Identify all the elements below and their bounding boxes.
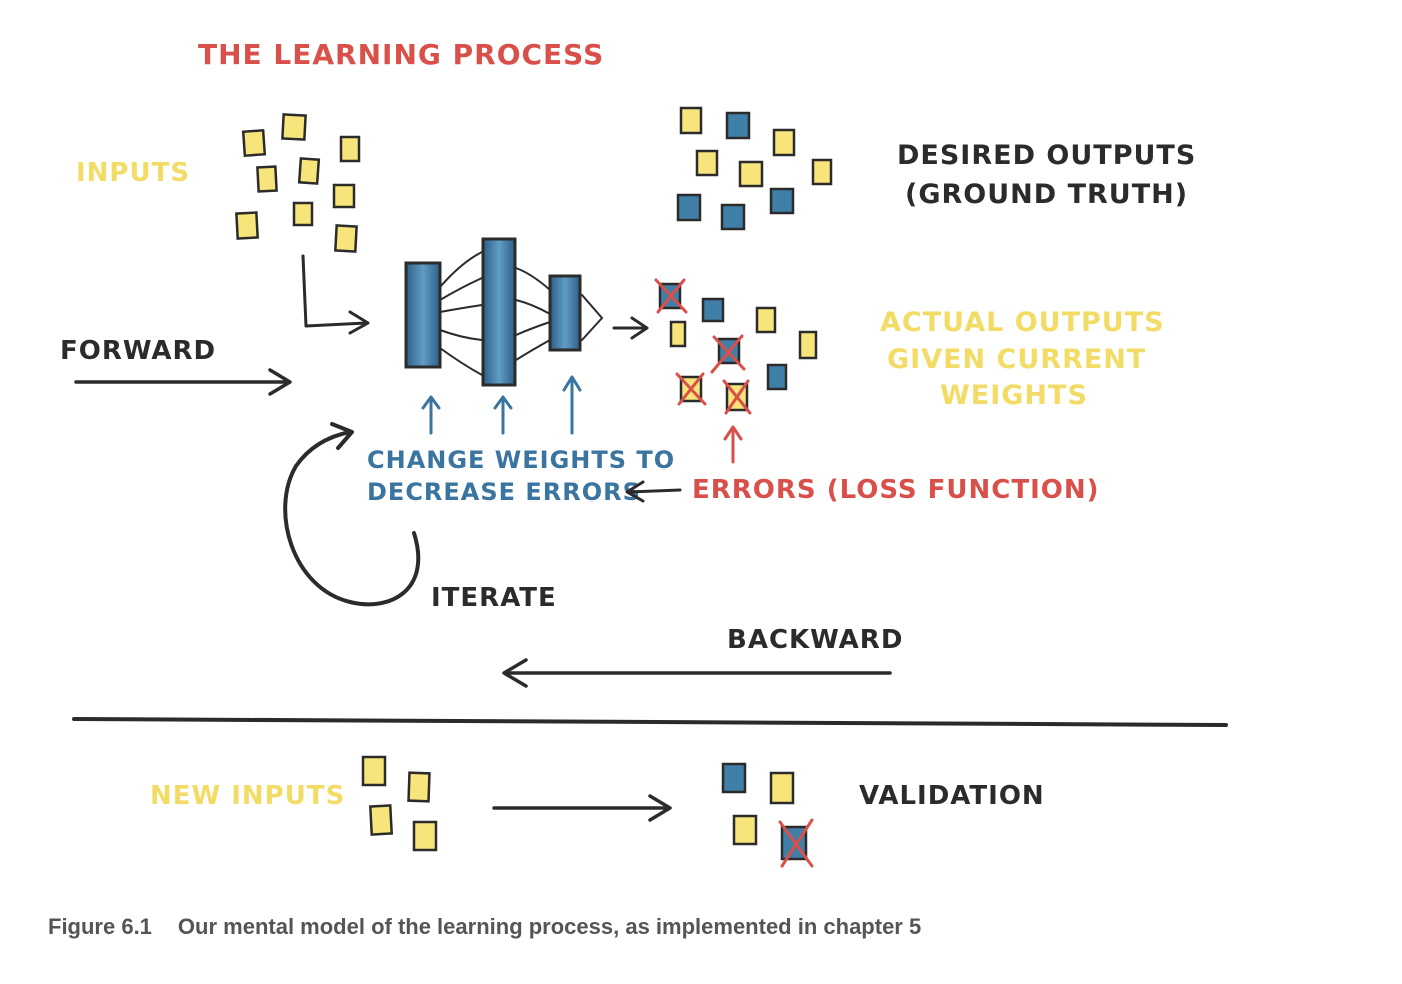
validation-note bbox=[721, 762, 747, 794]
new-input-notes bbox=[361, 755, 438, 852]
error-marks bbox=[654, 278, 752, 415]
iterate-loop-arrow bbox=[283, 422, 421, 607]
input-note bbox=[241, 128, 267, 158]
new-input-note bbox=[412, 820, 438, 852]
weights-label: WEIGHTS bbox=[940, 380, 1088, 411]
forward-label: FORWARD bbox=[60, 336, 216, 366]
input-note bbox=[292, 201, 314, 227]
errors-label: ERRORS (LOSS FUNCTION) bbox=[692, 475, 1100, 505]
weight-update-arrows bbox=[421, 375, 582, 435]
diagram-title: THE LEARNING PROCESS bbox=[198, 38, 604, 71]
desired-note bbox=[725, 111, 751, 140]
new-input-note bbox=[407, 771, 431, 803]
change-weights-label: CHANGE WEIGHTS TO bbox=[367, 446, 675, 474]
backward-label: BACKWARD bbox=[727, 625, 903, 655]
actual-outputs-label: ACTUAL OUTPUTS bbox=[880, 307, 1165, 338]
figure-number: Figure 6.1 bbox=[48, 914, 152, 939]
input-to-network-arrow bbox=[301, 254, 370, 335]
decrease-errors-label: DECREASE ERRORS bbox=[367, 478, 641, 506]
validation-note bbox=[769, 771, 795, 805]
figure-caption: Figure 6.1 Our mental model of the learni… bbox=[48, 914, 921, 940]
desired-note bbox=[738, 160, 764, 188]
validation-error-mark bbox=[778, 818, 814, 868]
input-note bbox=[281, 113, 307, 141]
input-note bbox=[334, 224, 358, 253]
desired-outputs-label: DESIRED OUTPUTS bbox=[897, 140, 1196, 171]
actual-note bbox=[755, 306, 777, 334]
ground-truth-label: (GROUND TRUTH) bbox=[905, 179, 1188, 210]
iterate-label: ITERATE bbox=[431, 583, 557, 613]
network-layer-3 bbox=[548, 274, 582, 352]
validation-arrow bbox=[492, 794, 672, 822]
desired-output-notes bbox=[676, 106, 833, 231]
error-up-arrow bbox=[723, 425, 743, 464]
desired-note bbox=[676, 193, 702, 222]
desired-note bbox=[720, 203, 746, 231]
input-note bbox=[297, 157, 321, 185]
given-current-label: GIVEN CURRENT bbox=[887, 344, 1146, 375]
network-layer-2 bbox=[481, 237, 517, 387]
desired-note bbox=[811, 158, 833, 186]
network-connections bbox=[439, 251, 604, 376]
input-note bbox=[256, 165, 278, 193]
validation-notes bbox=[721, 762, 808, 861]
backward-arrow bbox=[502, 658, 892, 688]
validation-note bbox=[732, 814, 758, 846]
desired-note bbox=[769, 187, 795, 215]
validation-label: VALIDATION bbox=[859, 781, 1045, 811]
section-divider bbox=[72, 717, 1228, 727]
network-to-output-arrow bbox=[612, 316, 649, 340]
actual-output-notes bbox=[658, 282, 818, 412]
desired-note bbox=[695, 149, 719, 177]
actual-note bbox=[798, 330, 818, 360]
neural-network bbox=[404, 237, 604, 387]
input-note bbox=[339, 135, 361, 163]
caption-text: Our mental model of the learning process… bbox=[177, 914, 922, 939]
actual-note bbox=[701, 297, 725, 323]
errors-to-weights-arrow bbox=[625, 480, 682, 503]
forward-arrow bbox=[74, 368, 292, 396]
input-note bbox=[332, 183, 356, 209]
input-note bbox=[235, 211, 259, 240]
actual-note bbox=[766, 363, 788, 391]
inputs-label: INPUTS bbox=[76, 158, 190, 188]
desired-note bbox=[772, 128, 796, 157]
new-inputs-label: NEW INPUTS bbox=[150, 781, 345, 811]
new-input-note bbox=[361, 755, 387, 787]
desired-note bbox=[679, 106, 703, 135]
network-layer-1 bbox=[404, 261, 442, 369]
input-notes bbox=[235, 113, 361, 253]
actual-note bbox=[669, 320, 687, 348]
new-input-note bbox=[368, 804, 394, 836]
